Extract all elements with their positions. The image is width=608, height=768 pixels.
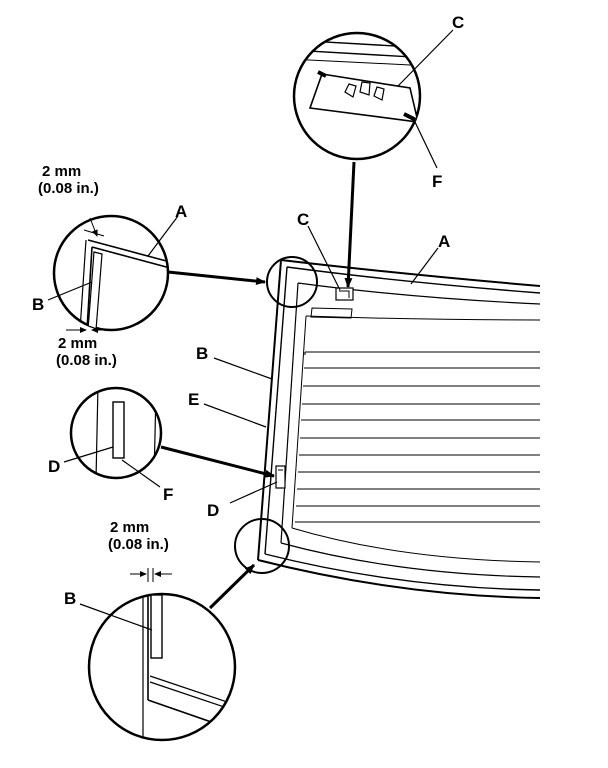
leader-a-main <box>410 247 439 285</box>
label-b-inset: B <box>32 295 44 314</box>
label-c-main: C <box>297 210 309 229</box>
label-c-top: C <box>452 13 464 32</box>
dim-line-top <box>83 229 105 237</box>
defroster-lines <box>295 351 540 523</box>
zoom-circle-bottom-corner <box>234 518 290 574</box>
dim-arrow-top <box>89 217 98 237</box>
label-e-main: E <box>188 390 199 409</box>
detail-bottom-molding <box>87 592 237 742</box>
detail-top-molding <box>52 214 170 332</box>
label-d-inset: D <box>48 457 60 476</box>
detail-top-clip <box>292 31 422 161</box>
arrow-top-to-clip <box>344 161 356 288</box>
leader-b-inset <box>47 281 93 301</box>
leader-d-main <box>229 481 278 504</box>
leader-a-inset <box>147 215 179 257</box>
dim-bottom-mm: 2 mm <box>110 519 149 536</box>
label-f-top: F <box>432 172 442 191</box>
label-a-inset: A <box>175 202 187 221</box>
dim-top-in: (0.08 in.) <box>38 180 99 197</box>
label-b-main: B <box>196 344 208 363</box>
arrow-bottom-to-corner <box>208 563 256 610</box>
windshield-glass <box>257 259 541 599</box>
label-d-main: D <box>207 501 219 520</box>
leader-c-main <box>307 225 341 291</box>
leader-f-inset <box>121 459 161 488</box>
leader-b-bottom <box>79 603 153 631</box>
leader-e-main <box>203 403 267 428</box>
label-b-bottom: B <box>64 589 76 608</box>
dim-bottom-in: (0.08 in.) <box>108 536 169 553</box>
leader-f-top <box>414 121 438 169</box>
dim-top-mm: 2 mm <box>42 163 81 180</box>
label-f-inset: F <box>163 485 173 504</box>
arrow-left-to-corner <box>167 270 266 286</box>
arrow-mid-to-clip <box>160 445 275 478</box>
side-clip-d <box>275 465 286 489</box>
leader-c-top <box>397 29 454 87</box>
zoom-circle-top-corner <box>266 256 318 308</box>
leader-d-inset <box>63 446 114 463</box>
detail-side-clip <box>69 386 163 480</box>
dim-side-in: (0.08 in.) <box>56 352 117 369</box>
dim-side-mm: 2 mm <box>58 335 97 352</box>
label-a-main: A <box>438 232 450 251</box>
leader-b-main <box>213 357 273 380</box>
